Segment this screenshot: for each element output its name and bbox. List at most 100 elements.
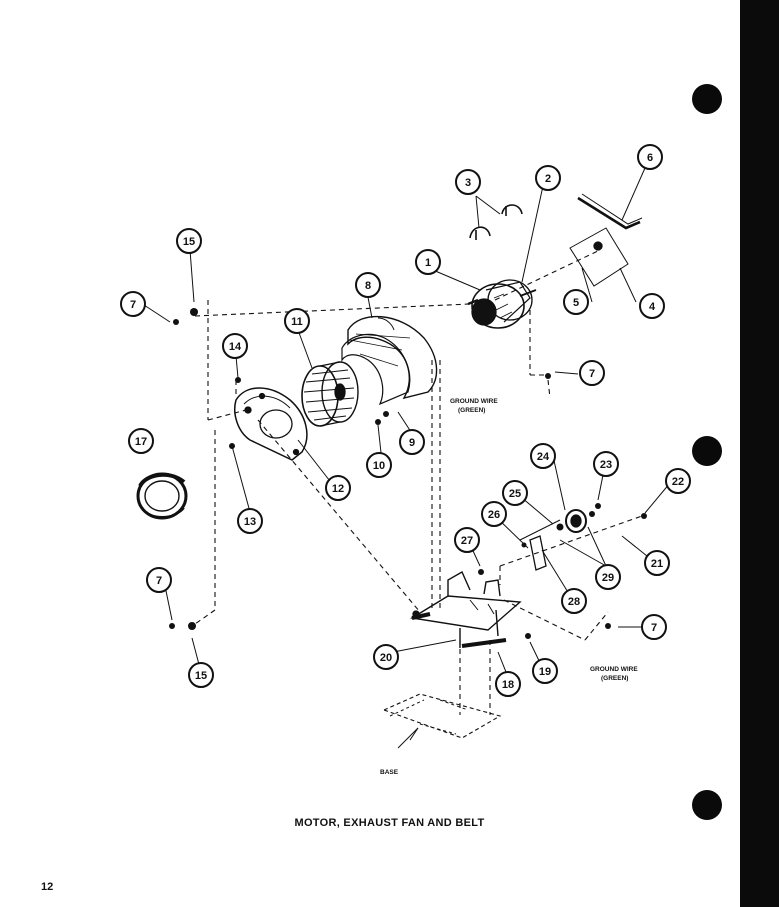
- callout-c10: 10: [366, 452, 392, 478]
- diagram-notes: GROUND WIRE (GREEN) GROUND WIRE (GREEN) …: [380, 398, 638, 776]
- callout-number: 10: [373, 460, 385, 472]
- callout-circle: [355, 272, 381, 298]
- callout-c20: 20: [373, 644, 399, 670]
- base-note: BASE: [380, 769, 399, 776]
- callout-number: 25: [509, 488, 521, 500]
- callout-c28: 28: [561, 588, 587, 614]
- callout-circle: [146, 567, 172, 593]
- callout-c4: 4: [639, 293, 665, 319]
- callout-c15a: 15: [176, 228, 202, 254]
- part-12-housing-cover: [234, 387, 308, 461]
- callout-c11: 11: [284, 308, 310, 334]
- callout-circle: [481, 501, 507, 527]
- callout-number: 28: [568, 596, 580, 608]
- callout-circle: [128, 428, 154, 454]
- callout-number: 26: [488, 509, 500, 521]
- callout-c1: 1: [415, 249, 441, 275]
- callout-number: 20: [380, 652, 392, 664]
- callout-number: 24: [537, 451, 550, 463]
- callout-c14: 14: [222, 333, 248, 359]
- callout-number: 5: [573, 297, 579, 309]
- callout-circle: [644, 550, 670, 576]
- callout-c7b: 7: [579, 360, 605, 386]
- callout-number: 19: [539, 666, 551, 678]
- callout-circle: [415, 249, 441, 275]
- punch-hole-middle: [692, 436, 722, 466]
- part-3-clips: [469, 204, 523, 240]
- callout-circle: [454, 527, 480, 553]
- callout-c7c: 7: [146, 567, 172, 593]
- callout-number: 7: [130, 299, 136, 311]
- callout-number: 15: [195, 670, 207, 682]
- callout-number: 7: [156, 575, 162, 587]
- part-6-rod: [577, 193, 643, 230]
- screws-hardware: [169, 308, 647, 639]
- callout-circle: [176, 228, 202, 254]
- punch-hole-bottom: [692, 790, 722, 820]
- callout-circle: [325, 475, 351, 501]
- callout-c7d: 7: [641, 614, 667, 640]
- callout-number: 18: [502, 679, 514, 691]
- callout-circle: [665, 468, 691, 494]
- part-callouts: 1234567777891011121314151517181920212223…: [120, 144, 691, 697]
- callout-circle: [284, 308, 310, 334]
- part-11-blower-wheel: [301, 361, 359, 427]
- punch-hole-top: [692, 84, 722, 114]
- callout-number: 17: [135, 436, 147, 448]
- page-number: 12: [41, 881, 54, 893]
- part-24-idler-pulley: [519, 509, 595, 541]
- part-17-belt: [136, 472, 188, 520]
- ground-wire-note-1-color: (GREEN): [458, 407, 485, 414]
- callout-number: 8: [365, 280, 371, 292]
- callout-circle: [373, 644, 399, 670]
- callout-c23: 23: [593, 451, 619, 477]
- callout-c15b: 15: [188, 662, 214, 688]
- callout-circle: [399, 429, 425, 455]
- callout-number: 4: [649, 301, 656, 313]
- callout-c18: 18: [495, 671, 521, 697]
- callout-number: 15: [183, 236, 195, 248]
- callout-c8: 8: [355, 272, 381, 298]
- callout-circle: [502, 480, 528, 506]
- callout-c26: 26: [481, 501, 507, 527]
- ground-wire-note-2: GROUND WIRE: [590, 666, 638, 673]
- callout-circle: [530, 443, 556, 469]
- ground-wire-note-2-color: (GREEN): [601, 675, 628, 682]
- callout-c3: 3: [455, 169, 481, 195]
- ground-wire-note-1: GROUND WIRE: [450, 398, 498, 405]
- scan-edge-bar: [740, 0, 779, 907]
- callout-c19: 19: [532, 658, 558, 684]
- callout-number: 1: [425, 257, 431, 269]
- callout-circle: [561, 588, 587, 614]
- callout-number: 29: [602, 572, 614, 584]
- callout-number: 13: [244, 516, 256, 528]
- callout-c27: 27: [454, 527, 480, 553]
- callout-circle: [222, 333, 248, 359]
- callout-number: 27: [461, 535, 473, 547]
- callout-c22: 22: [665, 468, 691, 494]
- part-28-idler-arm: [529, 535, 547, 571]
- callout-circle: [120, 291, 146, 317]
- callout-circle: [535, 165, 561, 191]
- callout-circle: [188, 662, 214, 688]
- callout-number: 11: [291, 316, 303, 328]
- callout-c25: 25: [502, 480, 528, 506]
- callout-circle: [495, 671, 521, 697]
- callout-c7a: 7: [120, 291, 146, 317]
- base-plate: [382, 693, 502, 739]
- callout-c12: 12: [325, 475, 351, 501]
- callout-c13: 13: [237, 508, 263, 534]
- part-4-bracket: [569, 227, 629, 287]
- callout-c5: 5: [563, 289, 589, 315]
- callout-number: 7: [651, 622, 657, 634]
- callout-circle: [593, 451, 619, 477]
- callout-number: 23: [600, 459, 612, 471]
- callout-circle: [637, 144, 663, 170]
- callout-c21: 21: [644, 550, 670, 576]
- callout-number: 7: [589, 368, 595, 380]
- callout-circle: [237, 508, 263, 534]
- callout-c17: 17: [128, 428, 154, 454]
- callout-circle: [563, 289, 589, 315]
